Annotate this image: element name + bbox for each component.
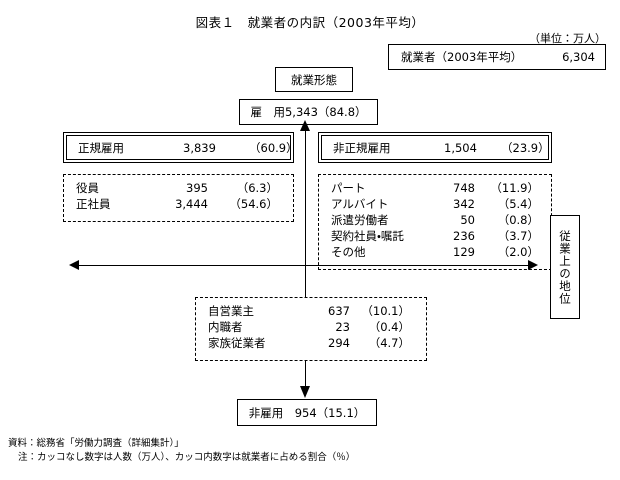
detail-value: 129 [453, 245, 475, 259]
nonregular-employment-share: （23.9） [501, 140, 550, 155]
detail-share: （3.7） [497, 229, 539, 243]
page-title: 図表１ 就業者の内訳（2003年平均） [195, 15, 425, 30]
detail-value: 294 [328, 336, 350, 350]
total-employed-box: 就業者（2003年平均） 6,304 [388, 44, 606, 70]
list-item: 正社員 3,444 （54.6） [64, 196, 293, 212]
detail-share: （4.7） [368, 336, 410, 350]
footer: 資料：総務省「労働力調査（詳細集計）」 注：カッコなし数字は人数（万人）、カッコ… [8, 437, 612, 466]
connector-main-vline [305, 164, 306, 388]
total-employed-value: 6,304 [562, 50, 595, 64]
footer-source: 資料：総務省「労働力調査（詳細集計）」 [8, 438, 184, 449]
detail-value: 23 [335, 320, 350, 334]
regular-employment-value: 3,839 [183, 140, 216, 155]
detail-label: パート [331, 181, 366, 195]
detail-value: 637 [328, 304, 350, 318]
detail-share: （6.3） [236, 181, 278, 195]
connector-up-line [305, 130, 306, 164]
total-employed-label: 就業者（2003年平均） [401, 50, 523, 64]
regular-employment-detail-list: 役員 395 （6.3） 正社員 3,444 （54.6） [63, 174, 294, 222]
detail-label: アルバイト [331, 197, 389, 211]
selfemployed-detail-list: 自営業主 637 （10.1） 内職者 23 （0.4） 家族従業者 294 （… [195, 297, 427, 361]
list-item: アルバイト 342 （5.4） [319, 196, 551, 212]
regular-employment-share: （60.9） [249, 140, 298, 155]
employed-label: 雇 用5,343（84.8） [250, 105, 367, 119]
regular-employment-label: 正規雇用 [78, 140, 124, 155]
unit-note: （単位：万人） [529, 32, 606, 45]
list-item: 自営業主 637 （10.1） [196, 303, 426, 319]
list-item: 契約社員・嘱託 236 （3.7） [319, 228, 551, 244]
detail-value: 3,444 [175, 197, 208, 211]
list-item: 派遣労働者 50 （0.8） [319, 212, 551, 228]
nonemployed-label: 非雇用 954（15.1） [248, 405, 366, 420]
employment-type-axis-label: 就業形態 [291, 72, 337, 87]
nonregular-employment-box: 非正規雇用 1,504 （23.9） [318, 132, 552, 163]
detail-share: （2.0） [497, 245, 539, 259]
detail-value: 395 [186, 181, 208, 195]
nonregular-employment-label: 非正規雇用 [333, 140, 391, 155]
arrow-down-icon [300, 386, 310, 398]
detail-value: 342 [453, 197, 475, 211]
list-item: 家族従業者 294 （4.7） [196, 335, 426, 351]
list-item: 内職者 23 （0.4） [196, 319, 426, 335]
detail-label: 自営業主 [208, 304, 254, 318]
detail-label: 家族従業者 [208, 336, 266, 350]
detail-label: 契約社員・嘱託 [331, 229, 404, 243]
detail-label: 内職者 [208, 320, 243, 334]
regular-employment-box: 正規雇用 3,839 （60.9） [63, 132, 298, 163]
detail-share: （0.4） [368, 320, 410, 334]
detail-value: 748 [453, 181, 475, 195]
detail-label: 役員 [76, 181, 99, 195]
status-axis-label: 従業上の地位 [558, 229, 573, 305]
detail-value: 236 [453, 229, 475, 243]
detail-label: 正社員 [76, 197, 111, 211]
employment-type-axis-box: 就業形態 [275, 67, 353, 92]
status-axis-box: 従業上の地位 [550, 215, 580, 319]
detail-share: （10.1） [361, 304, 410, 318]
nonemployed-box: 非雇用 954（15.1） [237, 399, 377, 426]
footer-note: 注：カッコなし数字は人数（万人）、カッコ内数字は就業者に占める割合（％） [18, 452, 356, 464]
arrow-right-icon [528, 260, 538, 270]
nonregular-employment-value: 1,504 [444, 140, 477, 155]
detail-value: 50 [460, 213, 475, 227]
arrow-left-icon [69, 260, 79, 270]
list-item: 役員 395 （6.3） [64, 180, 293, 196]
list-item: パート 748 （11.9） [319, 180, 551, 196]
nonregular-employment-detail-list: パート 748 （11.9） アルバイト 342 （5.4） 派遣労働者 50 … [318, 174, 552, 270]
detail-label: 派遣労働者 [331, 213, 389, 227]
detail-share: （54.6） [229, 197, 278, 211]
detail-share: （11.9） [490, 181, 539, 195]
list-item: その他 129 （2.0） [319, 244, 551, 260]
detail-share: （0.8） [497, 213, 539, 227]
arrow-up-icon [300, 120, 310, 131]
detail-share: （5.4） [497, 197, 539, 211]
detail-label: その他 [331, 245, 366, 259]
